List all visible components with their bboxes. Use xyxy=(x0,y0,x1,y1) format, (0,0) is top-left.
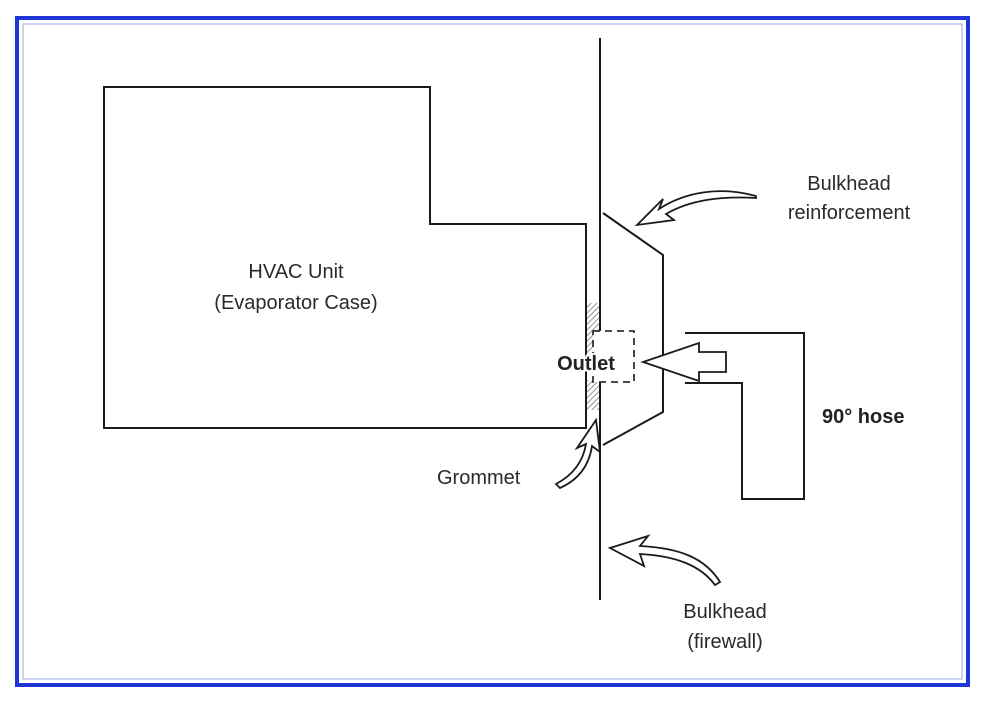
inner-frame xyxy=(22,23,963,680)
hose-label: 90° hose xyxy=(822,406,904,428)
outlet-label: Outlet xyxy=(557,353,615,375)
reinforcement-label-line1: Bulkhead xyxy=(807,173,890,195)
bulkhead-reinforcement-shape xyxy=(602,212,664,446)
reinforcement-label-line2: reinforcement xyxy=(788,202,911,224)
reinforcement-arrow xyxy=(634,190,757,227)
hvac-unit-label-line1: HVAC Unit xyxy=(248,261,344,283)
hose-outline xyxy=(685,332,805,500)
bulkhead-label-line1: Bulkhead xyxy=(683,601,766,623)
outlet-dashed-box xyxy=(592,330,635,383)
grommet-arrow xyxy=(554,417,602,490)
outer-frame xyxy=(15,16,970,687)
hvac-unit-label-line2: (Evaporator Case) xyxy=(214,292,377,314)
grommet-hatch-lower xyxy=(587,380,600,410)
grommet-label: Grommet xyxy=(437,467,521,489)
outlet-arrow xyxy=(640,341,727,383)
bulkhead-label-line2: (firewall) xyxy=(687,631,763,653)
hvac-unit-outline xyxy=(103,86,587,429)
bulkhead-arrow xyxy=(607,534,722,587)
